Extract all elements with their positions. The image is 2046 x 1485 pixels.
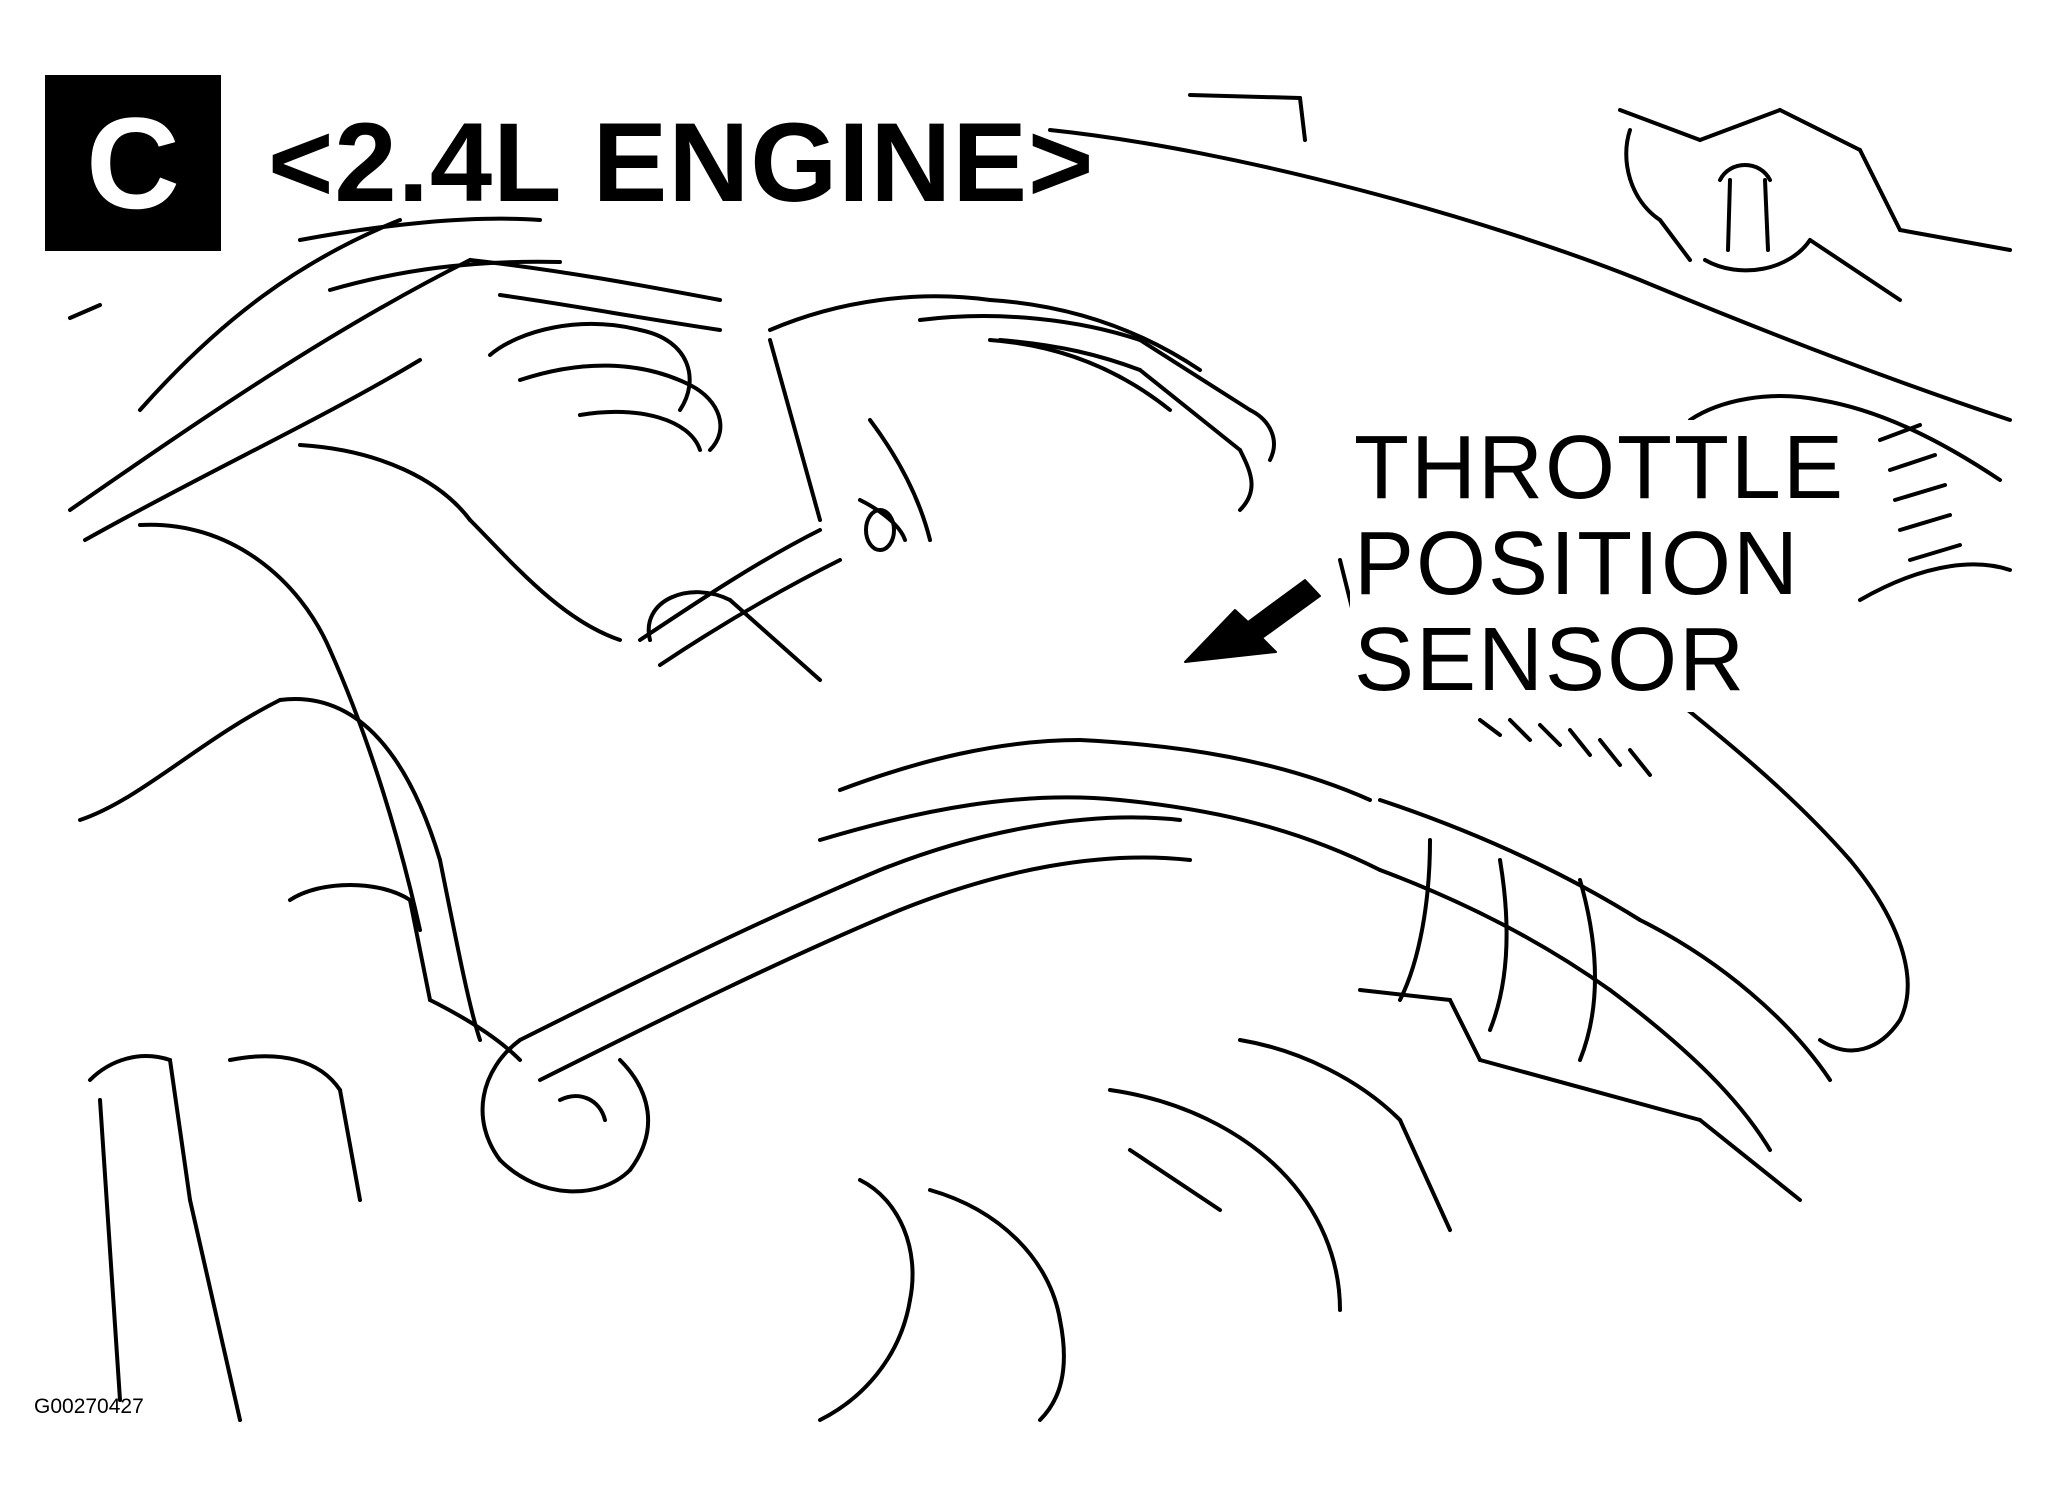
callout-line-2: POSITION	[1354, 514, 1801, 614]
top-right-frame	[1050, 95, 2010, 420]
lower-center-parts	[820, 990, 1800, 1420]
lower-left-bracket	[90, 885, 520, 1420]
center-manifold	[820, 720, 1830, 1150]
component-callout-label: THROTTLE POSITION SENSOR	[1350, 418, 1852, 712]
pointer-arrow	[1184, 579, 1321, 663]
upper-left-hoses	[70, 219, 720, 540]
upper-pipe-to-right	[920, 316, 1274, 510]
intake-runner-upper	[490, 324, 720, 450]
section-letter-badge: C	[45, 75, 221, 251]
page-title: <2.4L ENGINE>	[268, 100, 1095, 225]
figure-id-label: G00270427	[34, 1395, 144, 1418]
lower-rod-and-clamp	[483, 817, 1190, 1191]
left-body-casting	[80, 445, 620, 1040]
throttle-body	[640, 296, 1200, 680]
callout-line-1: THROTTLE	[1354, 418, 1846, 518]
callout-line-3: SENSOR	[1354, 610, 1747, 710]
